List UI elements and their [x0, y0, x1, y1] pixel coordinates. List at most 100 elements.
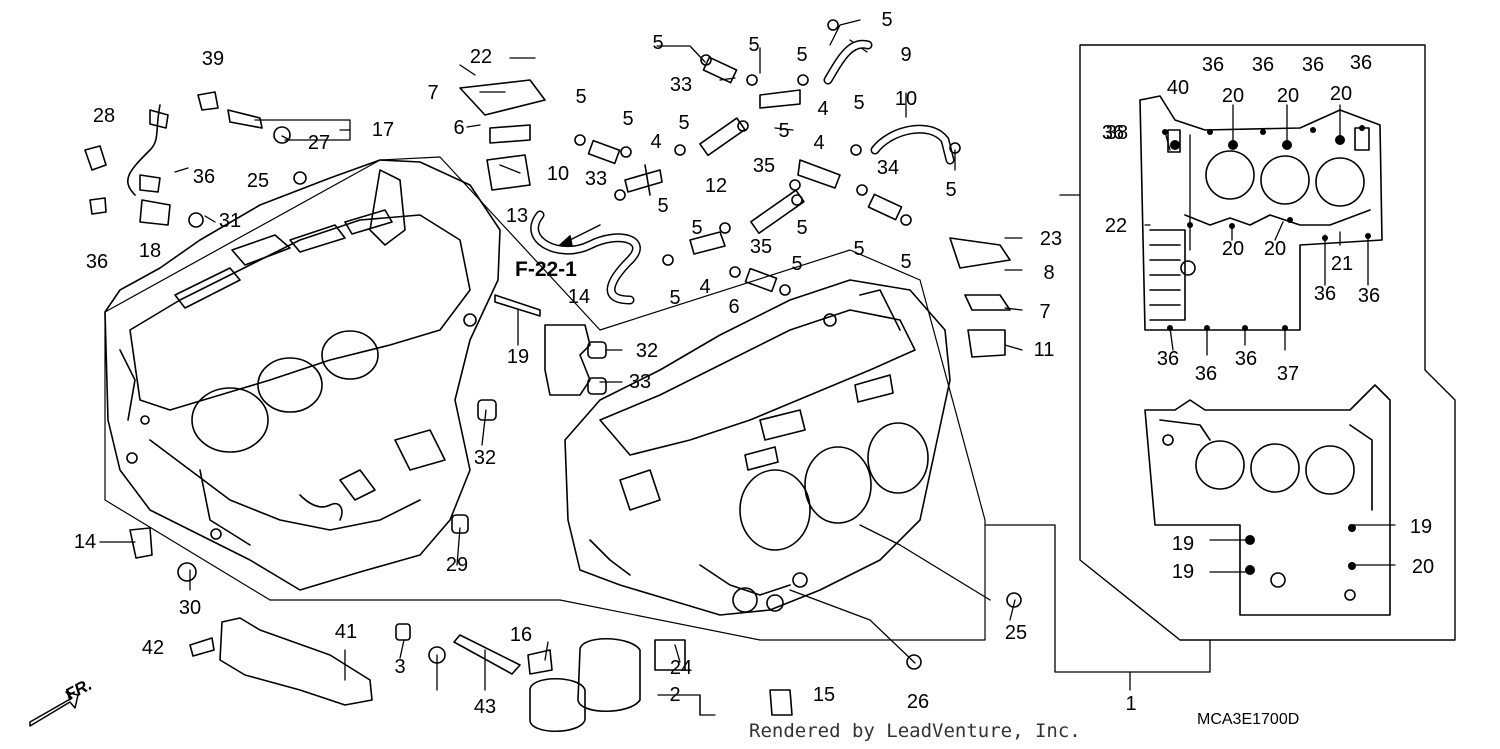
hoses-and-fittings — [84, 39, 1022, 732]
callout-37[interactable]: 39 — [201, 48, 225, 70]
callout-36[interactable]: 36 — [1194, 363, 1218, 385]
callout-24[interactable]: 25 — [246, 170, 270, 192]
callout-40[interactable]: 42 — [141, 637, 165, 659]
callout-5[interactable]: 5 — [652, 32, 664, 54]
callout-19[interactable]: 19 — [1409, 516, 1433, 538]
callout-18[interactable]: 19 — [506, 346, 530, 368]
callout-14[interactable]: 14 — [73, 531, 97, 553]
callout-36[interactable]: 36 — [1251, 54, 1275, 76]
callout-38[interactable]: 40 — [1166, 77, 1190, 99]
callout-11[interactable]: 12 — [704, 175, 728, 197]
callout-36[interactable]: 36 — [1349, 52, 1373, 74]
callout-30[interactable]: 31 — [218, 210, 242, 232]
callout-32[interactable]: 33 — [628, 371, 652, 393]
callout-36b[interactable]: 38 — [1105, 122, 1129, 144]
callout-4[interactable]: 4 — [817, 98, 829, 120]
callout-5[interactable]: 5 — [853, 238, 865, 260]
reference-link[interactable]: F-22-1 — [515, 258, 577, 281]
callout-13[interactable]: 14 — [567, 286, 591, 308]
callout-35[interactable]: 36 — [192, 166, 216, 188]
callout-15[interactable]: 16 — [509, 624, 533, 646]
callout-14[interactable]: 15 — [812, 684, 836, 706]
callout-20[interactable]: 20 — [1263, 238, 1287, 260]
callout-5[interactable]: 5 — [691, 217, 703, 239]
callout-36[interactable]: 36 — [1357, 285, 1381, 307]
callout-41[interactable]: 43 — [473, 696, 497, 718]
callout-7[interactable]: 8 — [1043, 262, 1055, 284]
callout-5[interactable]: 6 — [728, 296, 740, 318]
callout-5[interactable]: 5 — [796, 44, 808, 66]
callout-36[interactable]: 36 — [1301, 54, 1325, 76]
callout-33[interactable]: 34 — [876, 157, 900, 179]
callout-33[interactable]: 35 — [749, 236, 773, 258]
callout-33[interactable]: 33 — [584, 168, 608, 190]
callout-5[interactable]: 5 — [748, 34, 760, 56]
callout-5[interactable]: 5 — [945, 179, 957, 201]
callout-5[interactable]: 5 — [796, 217, 808, 239]
callout-5[interactable]: 5 — [622, 108, 634, 130]
callout-33[interactable]: 33 — [669, 74, 693, 96]
callout-20[interactable]: 20 — [1276, 85, 1300, 107]
callout-22[interactable]: 23 — [1039, 228, 1063, 250]
callout-5[interactable]: 5 — [853, 92, 865, 114]
leader-lines — [99, 19, 1396, 716]
callout-5[interactable]: 5 — [678, 112, 690, 134]
callout-32[interactable]: 32 — [635, 340, 659, 362]
callout-35[interactable]: 36 — [85, 251, 109, 273]
callout-4[interactable]: 4 — [813, 132, 825, 154]
callout-10[interactable]: 10 — [546, 163, 570, 185]
callout-5[interactable]: 5 — [657, 195, 669, 217]
callout-8[interactable]: 9 — [900, 44, 912, 66]
callout-20[interactable]: 20 — [1221, 238, 1245, 260]
callout-25[interactable]: 25 — [1004, 622, 1028, 644]
callout-36[interactable]: 37 — [1276, 363, 1300, 385]
callout-5[interactable]: 5 — [791, 253, 803, 275]
callout-10[interactable]: 11 — [1033, 339, 1055, 361]
callout-36[interactable]: 36 — [1101, 122, 1125, 144]
clamp-symbols — [574, 19, 961, 296]
callout-5[interactable]: 5 — [778, 120, 790, 142]
callout-5[interactable]: 5 — [900, 251, 912, 273]
callout-17[interactable]: 18 — [138, 240, 162, 262]
callout-26[interactable]: 27 — [307, 132, 331, 154]
callout-27[interactable]: 28 — [92, 105, 116, 127]
callout-12[interactable]: 13 — [505, 205, 529, 227]
callout-4[interactable]: 4 — [699, 276, 711, 298]
callout-36[interactable]: 36 — [1201, 54, 1225, 76]
callout-16[interactable]: 17 — [371, 119, 395, 141]
callout-5[interactable]: 5 — [881, 9, 893, 31]
reference-arrowhead — [559, 235, 573, 247]
callout-7[interactable]: 7 — [427, 82, 439, 104]
callout-6[interactable]: 7 — [1039, 301, 1051, 323]
callout-25[interactable]: 26 — [906, 691, 930, 713]
callout-3[interactable]: 3 — [394, 656, 406, 678]
upper-crankcase — [104, 159, 501, 591]
callout-5[interactable]: 5 — [575, 86, 587, 108]
callout-20[interactable]: 20 — [1329, 83, 1353, 105]
callout-20[interactable]: 21 — [1330, 253, 1354, 275]
callout-31[interactable]: 32 — [473, 447, 497, 469]
gasket-panel — [1079, 44, 1456, 641]
callout-29[interactable]: 30 — [178, 597, 202, 619]
callout-19[interactable]: 20 — [1411, 556, 1435, 578]
callout-19[interactable]: 19 — [1171, 533, 1195, 555]
callout-2[interactable]: 2 — [669, 684, 681, 706]
callout-21[interactable]: 22 — [1104, 215, 1128, 237]
callout-4[interactable]: 4 — [650, 131, 662, 153]
callout-36[interactable]: 36 — [1156, 348, 1180, 370]
callout-9[interactable]: 10 — [894, 88, 918, 110]
callout-22[interactable]: 22 — [469, 46, 493, 68]
callout-19[interactable]: 19 — [1171, 561, 1195, 583]
callout-36[interactable]: 36 — [1313, 283, 1337, 305]
callout-28[interactable]: 29 — [445, 554, 469, 576]
callout-23[interactable]: 24 — [669, 657, 693, 679]
callout-39[interactable]: 41 — [334, 621, 358, 643]
callout-5[interactable]: 5 — [669, 287, 681, 309]
callout-1[interactable]: 1 — [1125, 693, 1137, 715]
callout-20[interactable]: 20 — [1221, 85, 1245, 107]
callout-36[interactable]: 36 — [1234, 348, 1258, 370]
callout-6[interactable]: 6 — [453, 117, 465, 139]
callout-34[interactable]: 35 — [752, 155, 776, 177]
